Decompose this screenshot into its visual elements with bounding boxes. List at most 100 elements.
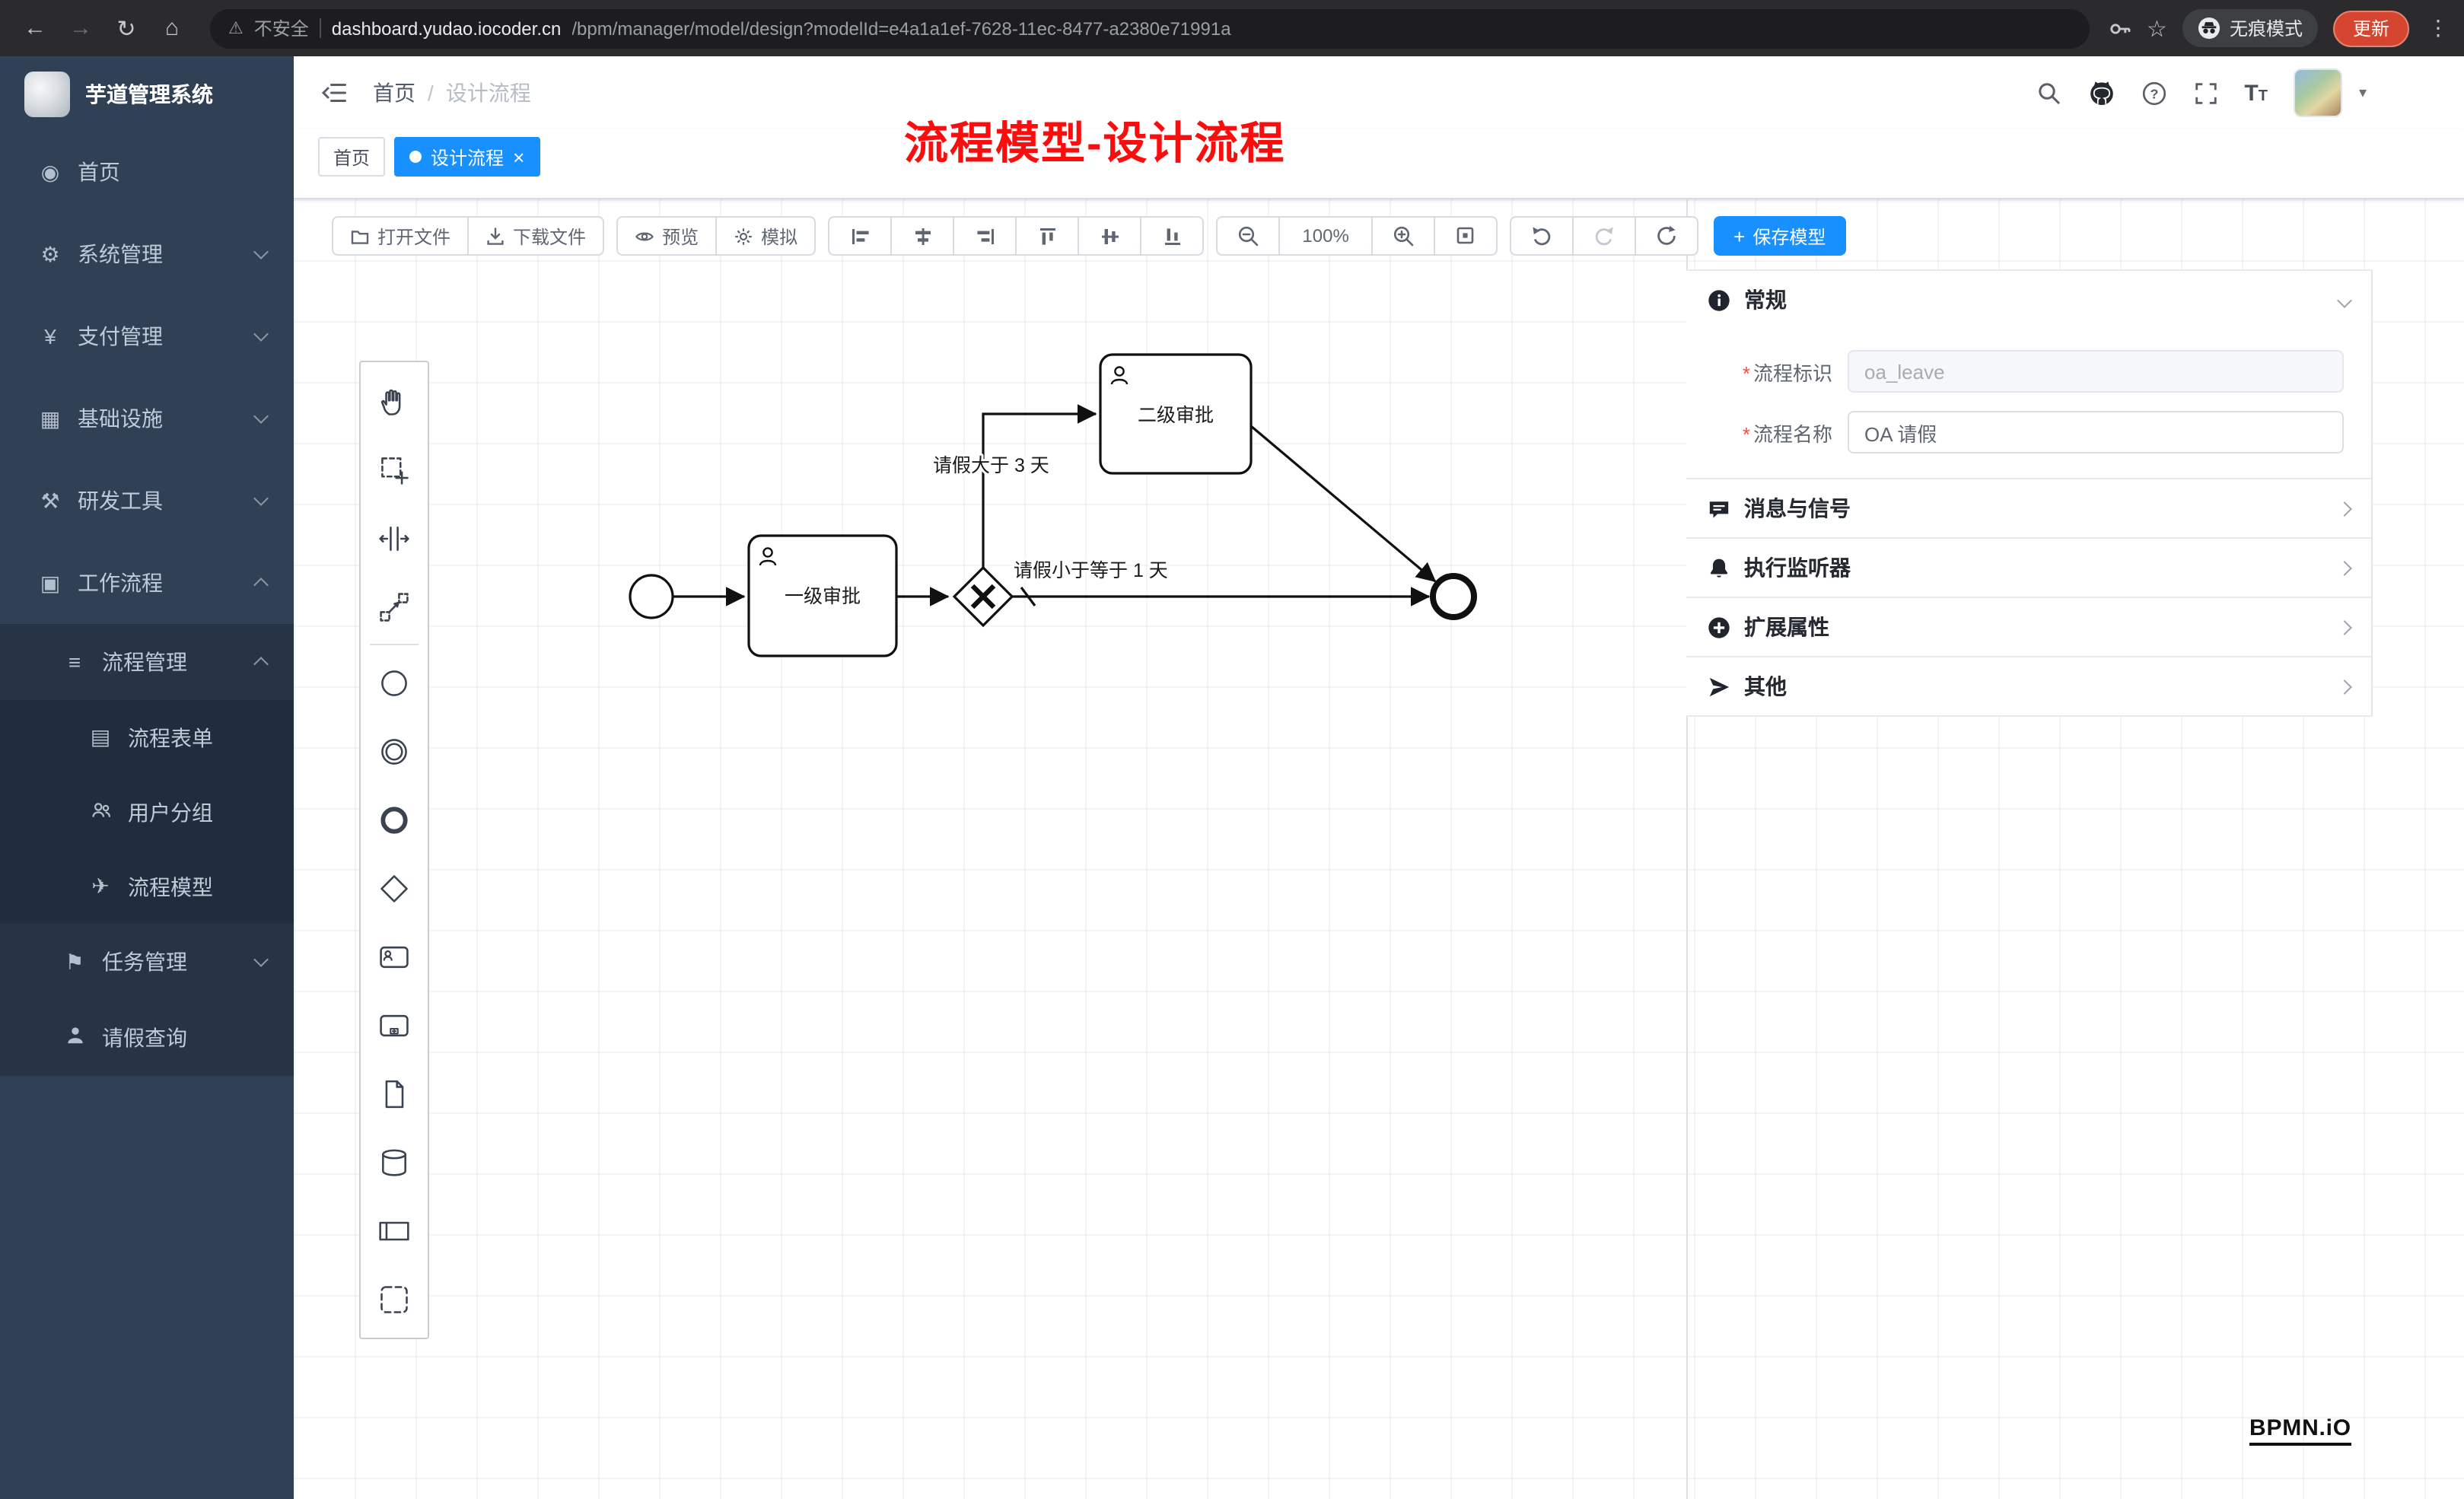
- create-gateway[interactable]: [361, 854, 428, 922]
- sidebar-item-system[interactable]: ⚙ 系统管理: [0, 213, 294, 295]
- start-event[interactable]: [629, 574, 674, 619]
- fullscreen-icon[interactable]: [2192, 80, 2218, 106]
- sidebar-item-devtools[interactable]: ⚒ 研发工具: [0, 460, 294, 542]
- create-end-event[interactable]: [361, 785, 428, 854]
- process-name-label: *流程名称: [1686, 418, 1832, 447]
- zoom-reset-button[interactable]: [1434, 216, 1498, 256]
- flow-label-gt3[interactable]: 请假大于 3 天: [931, 453, 1052, 479]
- sidebar-item-workflow[interactable]: ▣ 工作流程: [0, 542, 294, 624]
- tab-design-process[interactable]: 设计流程 ×: [394, 137, 540, 177]
- global-connect-tool[interactable]: [361, 572, 428, 641]
- back-icon[interactable]: ←: [24, 15, 46, 41]
- task-level1[interactable]: [747, 534, 898, 657]
- process-key-label: *流程标识: [1686, 357, 1832, 386]
- create-start-event[interactable]: [361, 648, 428, 717]
- incognito-icon: [2198, 17, 2220, 40]
- sidebar-item-process-form[interactable]: ▤ 流程表单: [0, 700, 294, 775]
- create-group[interactable]: [361, 1265, 428, 1333]
- font-size-icon[interactable]: TT: [2244, 80, 2268, 106]
- task-level2[interactable]: [1099, 353, 1253, 475]
- create-data-store[interactable]: [361, 1128, 428, 1196]
- space-tool[interactable]: [361, 504, 428, 572]
- bpmn-io-logo[interactable]: BPMN.iO: [2249, 1415, 2351, 1446]
- download-file-button[interactable]: 下载文件: [467, 216, 605, 256]
- browser-menu-icon[interactable]: ⋮: [2427, 15, 2449, 40]
- section-listener-header[interactable]: 执行监听器: [1686, 539, 2371, 597]
- grid-icon: ▦: [40, 406, 61, 430]
- bpmn-canvas[interactable]: 一级审批 二级审批 请假大于 3 天 请假小于等于 1 天: [294, 199, 2464, 1499]
- sidebar-item-process-model[interactable]: ✈ 流程模型: [0, 849, 294, 924]
- section-ext-header[interactable]: 扩展属性: [1686, 598, 2371, 656]
- zoom-level-display[interactable]: 100%: [1278, 216, 1374, 256]
- zoom-in-button[interactable]: [1371, 216, 1436, 256]
- button-label: 打开文件: [377, 226, 451, 247]
- sidebar-item-user-group[interactable]: 用户分组: [0, 775, 294, 849]
- annotation-text: 流程模型-设计流程: [904, 120, 1286, 169]
- password-key-icon[interactable]: [2107, 16, 2131, 40]
- flow-task2-to-end[interactable]: [1250, 425, 1437, 583]
- label-text: 流程名称: [1752, 422, 1832, 445]
- help-icon[interactable]: ?: [2141, 80, 2166, 106]
- zoom-out-button[interactable]: [1216, 216, 1281, 256]
- process-name-input[interactable]: [1848, 411, 2344, 454]
- create-user-task[interactable]: [361, 922, 428, 991]
- home-icon[interactable]: ⌂: [164, 15, 180, 41]
- undo-button[interactable]: [1510, 216, 1574, 256]
- address-bar[interactable]: ⚠ 不安全 dashboard.yudao.iocoder.cn /bpm/ma…: [210, 8, 2090, 48]
- redo-button[interactable]: [1572, 216, 1637, 256]
- lasso-tool[interactable]: [361, 435, 428, 504]
- security-warning-icon[interactable]: ⚠: [228, 20, 244, 38]
- collapse-sidebar-icon[interactable]: [318, 76, 352, 110]
- align-right-button[interactable]: [953, 216, 1017, 256]
- sidebar-item-payment[interactable]: ¥ 支付管理: [0, 295, 294, 377]
- align-top-button[interactable]: [1015, 216, 1080, 256]
- flow-label-le1[interactable]: 请假小于等于 1 天: [1011, 558, 1170, 584]
- section-general-header[interactable]: 常规: [1686, 271, 2371, 329]
- app-logo-row: 芋道管理系统: [0, 56, 294, 131]
- avatar[interactable]: [2293, 68, 2342, 117]
- create-data-object[interactable]: [361, 1059, 428, 1128]
- save-model-button[interactable]: + 保存模型: [1714, 216, 1846, 256]
- hand-tool[interactable]: [361, 367, 428, 435]
- align-bottom-button[interactable]: [1140, 216, 1205, 256]
- restart-button[interactable]: [1635, 216, 1699, 256]
- sidebar-item-home[interactable]: ◉ 首页: [0, 131, 294, 213]
- button-label: 保存模型: [1752, 226, 1826, 247]
- create-intermediate-event[interactable]: [361, 717, 428, 785]
- dropdown-caret-icon[interactable]: ▾: [2358, 84, 2367, 101]
- chevron-right-icon: [2337, 501, 2352, 516]
- tab-home[interactable]: 首页: [318, 137, 386, 177]
- simulate-button[interactable]: 模拟: [715, 216, 817, 256]
- breadcrumb-home[interactable]: 首页: [373, 81, 415, 105]
- sidebar-item-leave-query[interactable]: 请假查询: [0, 1000, 294, 1076]
- align-middle-vertical-button[interactable]: [1078, 216, 1142, 256]
- flow-gateway-to-task2[interactable]: [982, 404, 1097, 568]
- github-icon[interactable]: [2087, 79, 2115, 107]
- align-left-button[interactable]: [828, 216, 893, 256]
- sidebar-item-label: 用户分组: [128, 800, 213, 824]
- section-message-signal: 消息与信号: [1686, 479, 2371, 539]
- reload-icon[interactable]: ↻: [116, 16, 136, 42]
- required-star: *: [1742, 422, 1750, 445]
- sidebar-item-infrastructure[interactable]: ▦ 基础设施: [0, 377, 294, 460]
- create-subprocess[interactable]: [361, 991, 428, 1059]
- general-form: *流程标识 *流程名称: [1686, 329, 2371, 478]
- bookmark-star-icon[interactable]: ☆: [2147, 16, 2167, 42]
- tab-close-icon[interactable]: ×: [513, 145, 525, 168]
- sidebar-item-task-management[interactable]: ⚑ 任务管理: [0, 924, 294, 1000]
- sidebar-item-process-management[interactable]: ≡ 流程管理: [0, 624, 294, 700]
- required-star: *: [1742, 361, 1750, 384]
- preview-button[interactable]: 预览: [616, 216, 718, 256]
- browser-update-button[interactable]: 更新: [2332, 10, 2409, 46]
- search-icon[interactable]: [2036, 80, 2061, 106]
- open-file-button[interactable]: 打开文件: [332, 216, 470, 256]
- section-other-header[interactable]: 其他: [1686, 657, 2371, 715]
- section-message-header[interactable]: 消息与信号: [1686, 479, 2371, 537]
- forward-icon[interactable]: →: [69, 15, 92, 41]
- section-title: 其他: [1744, 674, 1787, 699]
- end-event[interactable]: [1430, 573, 1477, 620]
- create-participant[interactable]: [361, 1196, 428, 1265]
- align-center-horizontal-button[interactable]: [890, 216, 955, 256]
- workflow-submenu: ≡ 流程管理 ▤ 流程表单 用户分组 ✈ 流程模型: [0, 624, 294, 1076]
- button-label: 预览: [662, 226, 699, 247]
